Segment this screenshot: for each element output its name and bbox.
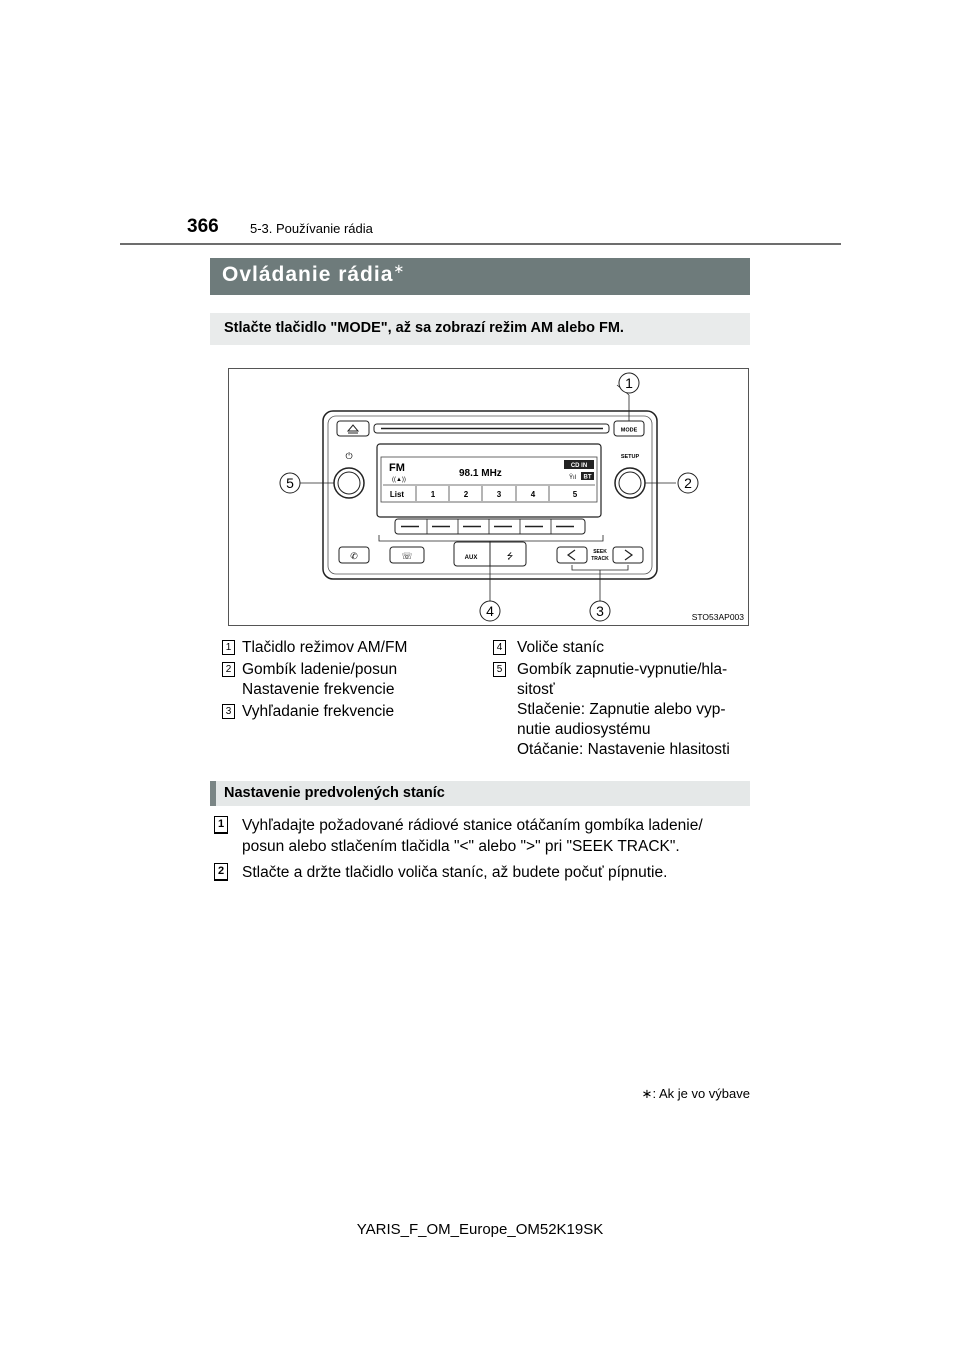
legend-right: 4 Voliče staníc 5 Gombík zapnutie-vypnut… (493, 638, 755, 760)
display-preset-1: 1 (431, 490, 436, 499)
footnote-text: : Ak je vo výbave (652, 1086, 750, 1101)
bt-badge (581, 472, 594, 480)
footer-doc-code: YARIS_F_OM_Europe_OM52K19SK (356, 1221, 604, 1238)
hangup-icon: ☏ (401, 551, 412, 561)
legend-text-5b: sitosť (517, 681, 555, 698)
legend-text-2a: Gombík ladenie/posun (242, 661, 398, 678)
callout-3-label: 3 (596, 603, 604, 619)
main-title-text: Ovládanie rádia (222, 263, 394, 286)
callout-4 (479, 600, 501, 622)
footnote-mark: ∗ (641, 1086, 653, 1101)
legend-text-5c: Stlačenie: Zapnutie alebo vyp- (517, 701, 726, 718)
phone-button (338, 546, 370, 564)
callout-5 (279, 472, 301, 494)
subheading: Nastavenie predvolených staníc (210, 781, 750, 806)
legend-item-2: 2 Gombík ladenie/posun Nastavenie frekve… (222, 660, 472, 700)
radio-panel-illustration: MODE ⏻ SETUP FM 98.1 MHz ((▲)) CD IN Ÿıl… (279, 372, 699, 622)
legend-text-2b: Nastavenie frekvencie (242, 681, 395, 698)
legend-text-5d: nutie audiosystému (517, 721, 651, 738)
cd-in-badge (564, 460, 594, 469)
seek-label: SEEK (593, 549, 607, 555)
signal-icon: Ÿıl (569, 474, 576, 481)
legend-text-4: Voliče staníc (517, 639, 605, 656)
figure-code: STO53AP003 (691, 612, 744, 622)
legend-number-1: 1 (222, 640, 235, 655)
seek-down-button (556, 546, 588, 564)
legend-item-5: 5 Gombík zapnutie-vypnutie/hla- sitosť S… (493, 660, 755, 760)
callout-1-label: 1 (625, 375, 633, 391)
main-title: Ovládanie rádia∗ (210, 258, 750, 295)
display-screen (380, 456, 598, 503)
usb-icon: ⭍ (507, 552, 514, 561)
display-preset-2: 2 (464, 490, 469, 499)
step-2: 2 Stlačte a držte tlačidlo voliča staníc… (214, 862, 759, 883)
setup-label: SETUP (621, 454, 640, 460)
callout-5-label: 5 (286, 475, 294, 491)
legend-number-3: 3 (222, 704, 235, 719)
legend-number-5: 5 (493, 662, 506, 677)
legend-text-5a: Gombík zapnutie-vypnutie/hla- (517, 661, 728, 678)
legend-number-4: 4 (493, 640, 506, 655)
availability-mark: ∗ (393, 261, 406, 276)
station-selector-buttons (394, 518, 586, 535)
step-number-1: 1 (214, 816, 228, 834)
bt-label: BT (584, 475, 592, 481)
legend-item-3: 3 Vyhľadanie frekvencie (222, 702, 472, 722)
callout-2 (677, 472, 699, 494)
track-label: TRACK (591, 556, 609, 562)
radio-figure: MODE ⏻ SETUP FM 98.1 MHz ((▲)) CD IN Ÿıl… (228, 368, 749, 626)
page-number: 366 (187, 216, 219, 237)
legend-text-3: Vyhľadanie frekvencie (242, 703, 395, 720)
footnote: ∗: Ak je vo výbave (620, 1086, 750, 1102)
eject-button (336, 420, 370, 437)
aux-label: AUX (465, 555, 478, 561)
step-2-line-1: Stlačte a držte tlačidlo voliča staníc, … (242, 864, 668, 881)
lead-instruction: Stlačte tlačidlo "MODE", až sa zobrazí r… (210, 313, 750, 345)
power-icon: ⏻ (345, 451, 352, 461)
cd-in-label: CD IN (571, 463, 587, 469)
display-preset-5: 5 (573, 490, 578, 499)
legend-item-1: 1 Tlačidlo režimov AM/FM (222, 638, 472, 658)
legend-number-2: 2 (222, 662, 235, 677)
display-preset-3: 3 (497, 490, 502, 499)
display-frequency: 98.1 MHz (459, 468, 502, 479)
legend-text-5e: Otáčanie: Nastavenie hlasitosti (517, 741, 730, 758)
chevron-left-icon (566, 549, 576, 561)
hangup-button (389, 546, 425, 564)
callout-1 (618, 372, 640, 394)
chevron-right-icon (624, 549, 634, 561)
display-preset-4: 4 (531, 490, 536, 499)
phone-icon: ✆ (350, 551, 358, 561)
display-band: FM (389, 462, 405, 474)
step-1: 1 Vyhľadajte požadované rádiové stanice … (214, 815, 759, 857)
step-number-2: 2 (214, 863, 228, 881)
legend-item-4: 4 Voliče staníc (493, 638, 755, 658)
step-1-line-1: Vyhľadajte požadované rádiové stanice ot… (242, 817, 703, 834)
mode-label: MODE (621, 428, 638, 434)
callout-2-label: 2 (684, 475, 692, 491)
rds-icon: ((▲)) (392, 477, 406, 483)
display-list: List (390, 490, 405, 499)
callout-4-label: 4 (486, 603, 494, 619)
step-1-line-2: posun alebo stlačením tlačidla "<" alebo… (242, 838, 680, 855)
callout-3 (589, 600, 611, 622)
section-title: 5-3. Používanie rádia (250, 221, 373, 236)
seek-up-button (612, 546, 644, 564)
header-rule (120, 243, 841, 245)
legend-left: 1 Tlačidlo režimov AM/FM 2 Gombík ladeni… (222, 638, 472, 722)
legend-text-1: Tlačidlo režimov AM/FM (242, 639, 408, 656)
eject-icon (346, 424, 360, 434)
